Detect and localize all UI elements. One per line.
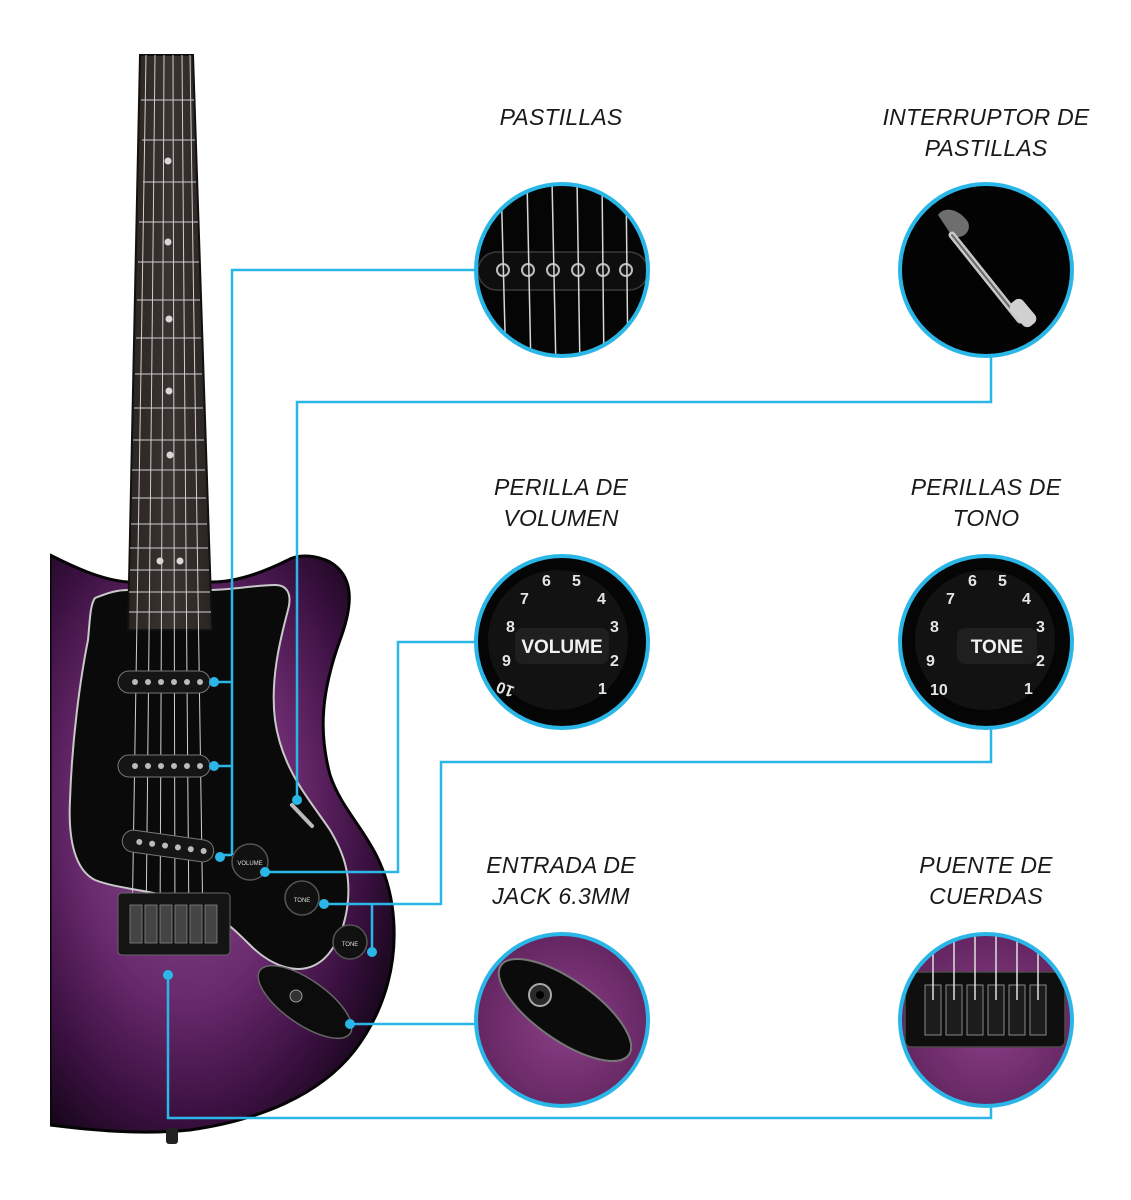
pickup-selector-switch-icon — [898, 182, 1074, 358]
svg-text:5: 5 — [998, 573, 1007, 590]
pickup-neck — [117, 670, 211, 694]
string-bridge-icon — [898, 932, 1074, 1108]
svg-text:TONE: TONE — [342, 942, 359, 948]
single-coil-pickup-icon — [474, 182, 650, 358]
pickup-middle — [117, 754, 211, 778]
label-line: PASTILLAS — [499, 104, 623, 130]
svg-text:2: 2 — [1036, 653, 1045, 670]
pickup-bridge — [121, 829, 215, 863]
svg-text:6: 6 — [968, 573, 977, 590]
svg-text:2: 2 — [610, 653, 619, 670]
svg-text:10: 10 — [930, 682, 948, 699]
svg-text:7: 7 — [520, 591, 529, 608]
label-line: PUENTE DE — [919, 852, 1053, 878]
jack-plate — [257, 964, 353, 1040]
svg-text:9: 9 — [926, 653, 935, 670]
svg-text:8: 8 — [930, 619, 939, 636]
guitar-neck — [126, 54, 214, 631]
strap-button — [166, 1128, 178, 1144]
svg-text:1: 1 — [1024, 681, 1033, 698]
label-line: VOLUMEN — [503, 505, 619, 531]
label-line: JACK 6.3MM — [492, 883, 630, 909]
label-line: ENTRADA DE — [486, 852, 636, 878]
tone-knob-icon: 10 9 8 7 6 5 4 3 2 1 TONE — [898, 554, 1074, 730]
connector-dots — [163, 677, 377, 1029]
label-line: INTERRUPTOR DE — [882, 104, 1090, 130]
line-volumen — [265, 640, 476, 874]
bridge — [117, 892, 231, 956]
svg-text:7: 7 — [946, 591, 955, 608]
tone-knob-1: TONE — [284, 880, 320, 916]
svg-text:10: 10 — [494, 677, 517, 699]
label-line: CUERDAS — [929, 883, 1043, 909]
label-line: PASTILLAS — [924, 135, 1048, 161]
svg-text:1: 1 — [598, 681, 607, 698]
label-line: PERILLAS DE — [910, 474, 1062, 500]
strings — [131, 54, 204, 931]
svg-text:4: 4 — [597, 591, 606, 608]
line-tono — [324, 729, 993, 906]
line-pastillas — [230, 268, 476, 855]
label-volumen: PERILLA DE VOLUMEN — [441, 472, 681, 534]
jack-input-icon — [474, 932, 650, 1108]
svg-text:8: 8 — [506, 619, 515, 636]
line-interruptor — [295, 357, 993, 800]
svg-text:5: 5 — [572, 573, 581, 590]
label-line: PERILLA DE — [493, 474, 629, 500]
svg-text:VOLUME: VOLUME — [237, 861, 262, 867]
label-puente: PUENTE DE CUERDAS — [866, 850, 1106, 912]
line-puente — [166, 975, 993, 1120]
svg-text:9: 9 — [502, 653, 511, 670]
label-pastillas: PASTILLAS — [441, 102, 681, 133]
neck-inlays — [156, 157, 184, 565]
label-interruptor: INTERRUPTOR DE PASTILLAS — [866, 102, 1106, 164]
volume-knob: VOLUME — [231, 843, 269, 881]
svg-text:TONE: TONE — [294, 898, 311, 904]
label-tono: PERILLAS DE TONO — [866, 472, 1106, 534]
neck-frets — [129, 99, 211, 613]
svg-text:6: 6 — [542, 573, 551, 590]
label-jack: ENTRADA DE JACK 6.3MM — [441, 850, 681, 912]
svg-text:3: 3 — [1036, 619, 1045, 636]
tone-knob-2: TONE — [332, 924, 368, 960]
volume-knob-text: VOLUME — [521, 637, 602, 658]
pickup-switch — [290, 803, 314, 828]
svg-text:4: 4 — [1022, 591, 1031, 608]
svg-text:3: 3 — [610, 619, 619, 636]
tone-knob-text: TONE — [971, 637, 1023, 658]
volume-knob-icon: 10 9 8 7 6 5 4 3 2 1 VOLUME — [474, 554, 650, 730]
guitar: VOLUME TONE TONE — [50, 54, 396, 1144]
label-line: TONO — [952, 505, 1020, 531]
